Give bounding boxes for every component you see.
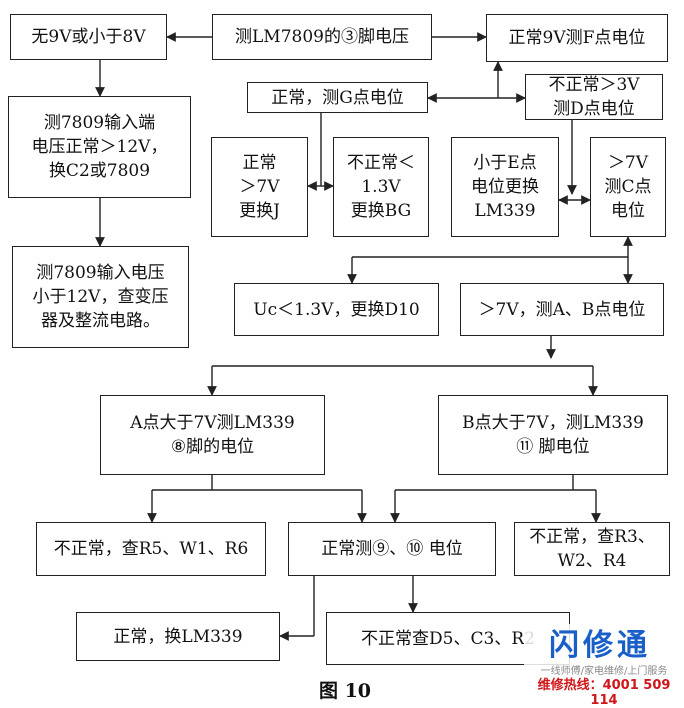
no-9v-box: 无9V或小于8V xyxy=(10,14,167,60)
replace-lm339-e-box: 小于E点 电位更换 LM339 xyxy=(451,137,559,237)
watermark: 闪修通 一线师傅/家电维修/上门服务 维修热线：4001 509 114 xyxy=(524,624,684,708)
measure-pin9-pin10-box: 正常测⑨、⑩ 电位 xyxy=(288,522,496,576)
check-r5-w1-r6-box: 不正常，查R5、W1、R6 xyxy=(36,522,266,576)
a-point-measure-pin8-box: A点大于7V测LM339 ⑧脚的电位 xyxy=(100,395,325,475)
measure-a-b-box: ＞7V，测A、B点电位 xyxy=(460,283,664,336)
check-r3-w2-r4-box: 不正常，查R3、 W2、R4 xyxy=(514,522,670,576)
check-7809-input-high-box: 测7809输入端 电压正常＞12V， 换C2或7809 xyxy=(8,96,191,198)
measure-lm7809-pin3-box: 测LM7809的③脚电压 xyxy=(212,14,432,60)
replace-d10-box: Uc＜1.3V，更换D10 xyxy=(234,283,439,336)
measure-g-box: 正常，测G点电位 xyxy=(247,82,428,113)
watermark-tagline: 一线师傅/家电维修/上门服务 xyxy=(540,666,668,677)
normal-9v-measure-f-box: 正常9V测F点电位 xyxy=(486,14,668,62)
measure-d-box: 不正常＞3V 测D点电位 xyxy=(525,74,663,120)
figure-caption: 图 10 xyxy=(318,679,372,702)
check-transformer-rectifier-box: 测7809输入电压 小于12V，查变压 器及整流电路。 xyxy=(12,246,189,348)
replace-j-box: 正常 ＞7V 更换J xyxy=(211,137,308,237)
watermark-hotline: 维修热线：4001 509 114 xyxy=(537,678,671,708)
watermark-logo: 闪修通 xyxy=(549,628,651,663)
replace-bg-box: 不正常＜ 1.3V 更换BG xyxy=(333,137,429,237)
measure-c-box: ＞7V 测C点 电位 xyxy=(590,137,666,237)
b-point-measure-pin11-box: B点大于7V，测LM339 ⑪ 脚电位 xyxy=(438,395,668,475)
replace-lm339-box: 正常，换LM339 xyxy=(76,612,280,661)
